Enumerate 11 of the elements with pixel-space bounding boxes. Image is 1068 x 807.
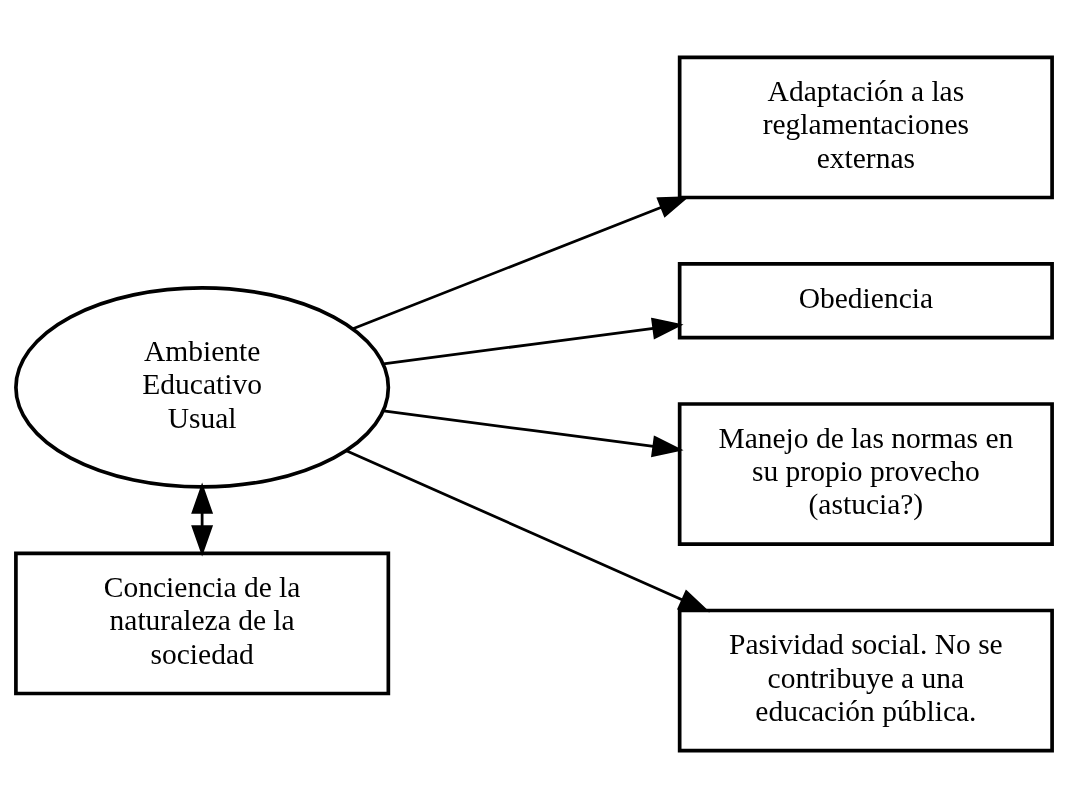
node-box: Obediencia: [677, 261, 1054, 339]
node-box: Pasividad social. No se contribuye a una educación pública.: [677, 608, 1054, 752]
node-box: Manejo de las normas en su propio provecho (astucia?): [677, 401, 1054, 546]
node-ellipse: Ambiente Educativo Usual: [14, 285, 391, 489]
node-box: Adaptación a las reglamentaciones externas: [677, 55, 1054, 199]
arrow: [383, 317, 684, 365]
node-box: Conciencia de la naturaleza de la sociedad: [14, 551, 391, 695]
arrow: [352, 195, 690, 330]
arrow: [345, 448, 711, 612]
arrow: [383, 409, 684, 457]
arrow: [191, 481, 214, 557]
